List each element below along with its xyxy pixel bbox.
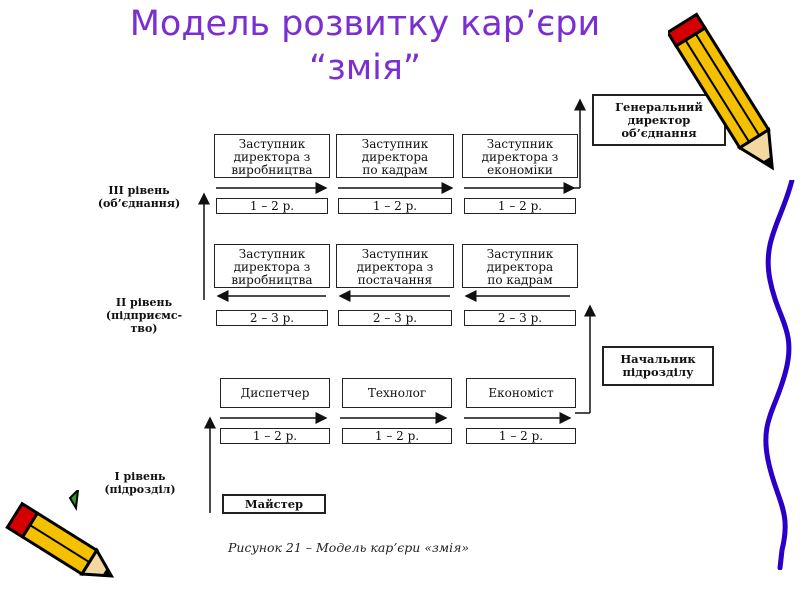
- diagram-arrows: [198, 98, 596, 513]
- l1-position-2: Технолог: [342, 378, 452, 408]
- l1-position-1: Диспетчер: [220, 378, 330, 408]
- l1-duration-1: 1 – 2 р.: [220, 428, 330, 444]
- level-1-label: І рівень (підрозділ): [104, 470, 176, 496]
- l3-position-1: Заступник директора з виробництва: [214, 134, 330, 178]
- level-2-label: ІІ рівень (підприємс- тво): [105, 296, 183, 335]
- master-box: Майстер: [222, 494, 326, 514]
- l2-duration-2: 2 – 3 р.: [338, 310, 452, 326]
- l1-position-3: Економіст: [466, 378, 576, 408]
- l2-duration-3: 2 – 3 р.: [464, 310, 576, 326]
- level-3-label: ІІІ рівень (об’єднання): [97, 184, 181, 210]
- figure-caption: Рисунок 21 – Модель кар’єри «змія»: [228, 540, 470, 555]
- l1-duration-3: 1 – 2 р.: [466, 428, 576, 444]
- pencil-icon-bottom-left: [5, 490, 115, 578]
- l3-position-3: Заступник директора з економіки: [462, 134, 578, 178]
- unit-head-box: Начальник підрозділу: [602, 346, 714, 386]
- l2-position-1: Заступник директора з виробництва: [214, 244, 330, 288]
- squiggle-line-right: [763, 180, 795, 570]
- l3-duration-2: 1 – 2 р.: [338, 198, 452, 214]
- l3-duration-1: 1 – 2 р.: [216, 198, 328, 214]
- slide-title: Модель розвитку кар’єри “змія”: [100, 2, 630, 90]
- career-snake-diagram: Генеральний директор об’єднання ІІІ ріве…: [70, 88, 750, 568]
- l2-position-3: Заступник директора по кадрам: [462, 244, 578, 288]
- l2-position-2: Заступник директора з постачання: [336, 244, 454, 288]
- l2-duration-1: 2 – 3 р.: [216, 310, 328, 326]
- l3-position-2: Заступник директора по кадрам: [336, 134, 454, 178]
- title-line-1: Модель розвитку кар’єри: [129, 4, 601, 44]
- l1-duration-2: 1 – 2 р.: [342, 428, 452, 444]
- title-line-2: “змія”: [308, 48, 422, 88]
- l3-duration-3: 1 – 2 р.: [464, 198, 576, 214]
- pencil-icon-top-right: [668, 12, 774, 171]
- general-director-box: Генеральний директор об’єднання: [592, 94, 726, 146]
